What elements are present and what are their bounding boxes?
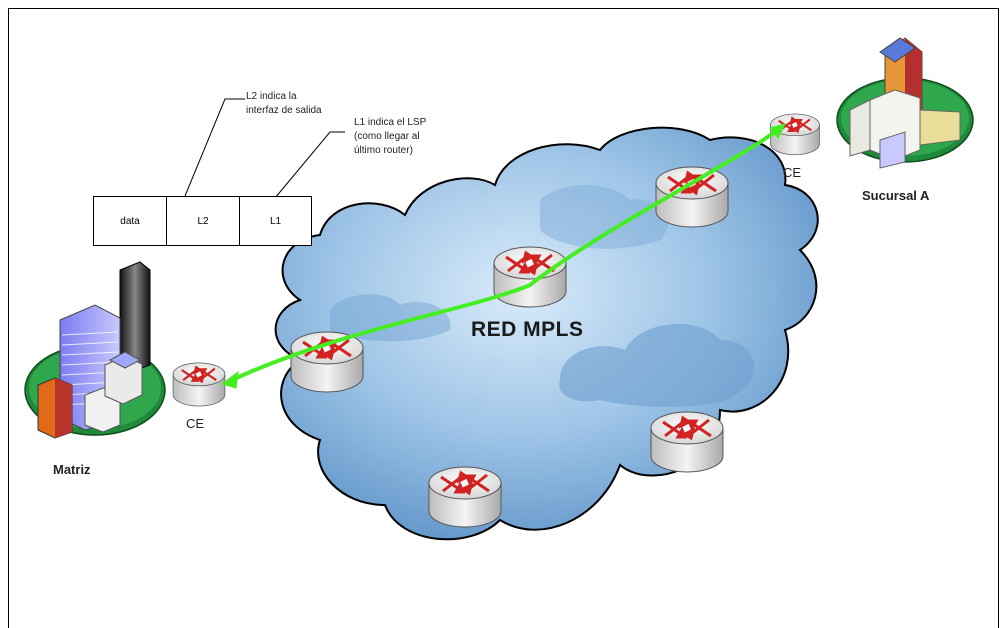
branch-ce-label: CE: [783, 165, 802, 180]
network-label: RED MPLS: [471, 318, 584, 341]
hq-ce-label: CE: [186, 416, 205, 431]
annotation-l2-line1: L2 indica la: [246, 91, 297, 102]
router-icon: [289, 330, 365, 394]
arrow-icon: [220, 123, 786, 389]
router-icon: [172, 361, 226, 408]
building-icon: [24, 261, 166, 439]
router-icon: [649, 410, 725, 474]
packet-data-cell: data: [93, 196, 167, 246]
packet-l2-cell: L2: [166, 196, 240, 246]
annotation-l2: L2 indica la interfaz de salida: [246, 90, 322, 118]
annotation-l1-line2: (como llegar al: [354, 131, 420, 142]
branch-label: Sucursal A: [862, 188, 930, 203]
router-icon: [492, 245, 568, 309]
router-icon: [427, 465, 503, 529]
building-icon: [836, 37, 974, 169]
annotation-l2-line2: interfaz de salida: [246, 105, 322, 116]
hq-label: Matriz: [53, 462, 91, 477]
annotation-l1-line1: L1 indica el LSP: [354, 117, 427, 128]
annotation-l1: L1 indica el LSP (como llegar al último …: [354, 116, 426, 158]
page-frame: [8, 8, 999, 628]
packet-l1-cell: L1: [239, 196, 312, 246]
annotation-leaders: [184, 98, 345, 205]
annotation-l1-line3: último router): [354, 145, 413, 156]
